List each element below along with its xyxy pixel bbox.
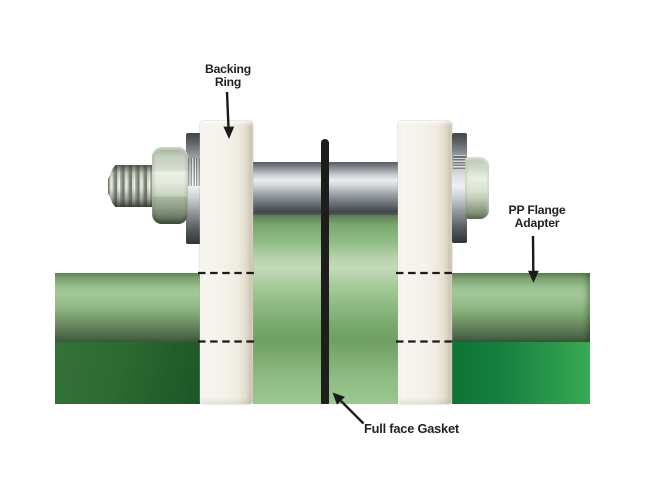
bolt-head [465, 157, 489, 219]
washer-left [186, 133, 202, 244]
pipe-left-section-wall [55, 342, 200, 404]
backing-ring-left [200, 121, 253, 404]
bolt-threaded-end [108, 165, 155, 207]
pipe-left-outer-surface [55, 273, 200, 342]
hex-nut [152, 147, 188, 224]
pipe-right-section-wall [452, 342, 590, 404]
backing-ring-label-line1: Backing [204, 62, 251, 76]
pp-flange-adapter-label-line2: Adapter [514, 215, 560, 230]
thread-ridges-icon [187, 158, 201, 186]
backing-ring-right [398, 121, 452, 404]
pipe-right-outer-surface [452, 273, 590, 342]
full-face-gasket-label: Full face Gasket [364, 421, 459, 436]
thread-ridges-icon [453, 155, 466, 169]
backing-ring-label-line2: Ring [214, 74, 242, 89]
full-face-gasket [321, 139, 329, 404]
pp-flange-adapter-label-line1: PP Flange [508, 203, 566, 217]
pp-flange-adapter-label: PP Flange Adapter [487, 204, 587, 229]
backing-ring-label: Backing Ring [178, 63, 278, 88]
washer-right [452, 133, 467, 243]
